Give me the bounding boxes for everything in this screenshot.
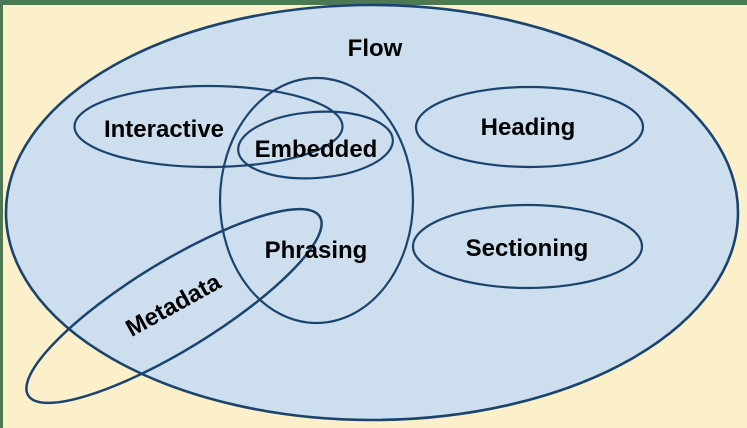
frame-border-left	[0, 0, 3, 428]
flow-label: Flow	[348, 35, 403, 62]
ellipse-group	[4, 3, 740, 422]
phrasing-ellipse	[218, 76, 415, 325]
embedded-ellipse	[237, 110, 394, 180]
heading-label: Heading	[481, 114, 576, 141]
heading-ellipse	[414, 85, 645, 169]
flow-ellipse	[4, 3, 740, 422]
embedded-label: Embedded	[255, 136, 378, 163]
phrasing-label: Phrasing	[265, 237, 368, 264]
sectioning-label: Sectioning	[466, 235, 589, 262]
interactive-ellipse	[73, 84, 344, 169]
frame-border-top	[0, 0, 747, 5]
sectioning-ellipse	[411, 203, 644, 290]
interactive-label: Interactive	[104, 116, 224, 143]
metadata-ellipse	[25, 207, 323, 405]
